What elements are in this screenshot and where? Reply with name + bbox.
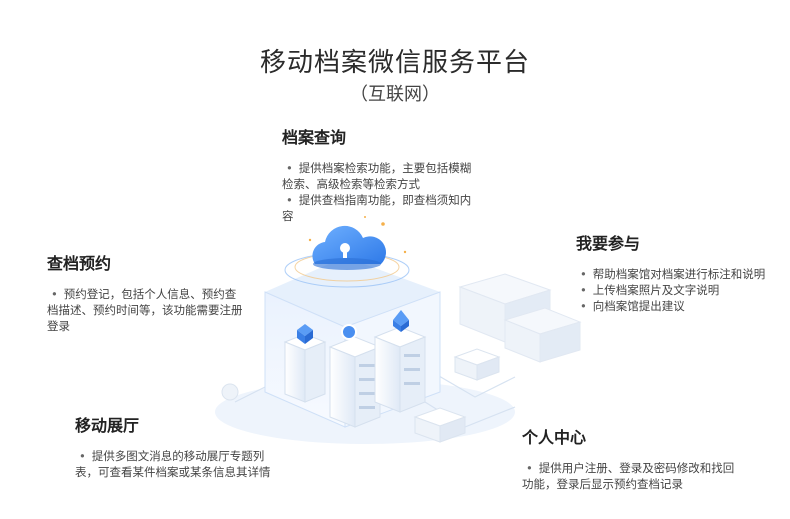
feature-heading: 个人中心 [522,428,587,447]
node-dot [341,324,357,340]
feature-item: •预约登记，包括个人信息、预约查档描述、预约时间等，该功能需要注册登录 [47,287,243,333]
feature-participation: 我要参与 •帮助档案馆对档案进行标注和说明 •上传档案照片及文字说明 •向档案馆… [576,230,766,314]
page-subtitle: （互联网） [350,84,440,105]
feature-item: •上传档案照片及文字说明 [580,283,720,297]
feature-heading: 查档预约 [47,254,112,273]
feature-item: •提供用户注册、登录及密码修改和找回功能，登录后显示预约查档记录 [522,461,735,491]
feature-item: •向档案馆提出建议 [580,299,685,313]
gem-icon [393,310,409,332]
page-title: 移动档案微信服务平台 [259,48,530,78]
network-box [413,407,467,443]
server-tower [373,326,427,413]
feature-archive-query: 档案查询 •提供档案检索功能，主要包括模糊检索、高级检索等检索方式 •提供查档指… [282,124,482,224]
network-box [453,348,501,381]
feature-item: •提供查档指南功能，即查档须知内容 [282,193,472,223]
cloud-lock-icon [312,225,386,270]
feature-heading: 档案查询 [282,128,347,147]
node-dot [221,383,239,401]
server-tower [283,333,327,403]
server-tower [328,336,382,428]
feature-mobile-hall: 移动展厅 •提供多图文消息的移动展厅专题列表，可查看某件档案或某条信息其详情 [75,412,275,480]
module-cluster [458,273,582,363]
feature-item: •提供档案检索功能，主要包括模糊检索、高级检索等检索方式 [282,161,472,191]
feature-heading: 移动展厅 [75,416,140,435]
feature-heading: 我要参与 [576,234,641,253]
gem-icon [297,324,313,344]
feature-appointment: 查档预约 •预约登记，包括个人信息、预约查档描述、预约时间等，该功能需要注册登录 [47,250,247,334]
sparkle-icon [308,216,407,254]
feature-item: •帮助档案馆对档案进行标注和说明 [580,267,766,281]
cloud-server-illustration [215,216,582,444]
feature-personal-center: 个人中心 •提供用户注册、登录及密码修改和找回功能，登录后显示预约查档记录 [522,424,742,492]
feature-item: •提供多图文消息的移动展厅专题列表，可查看某件档案或某条信息其详情 [75,449,271,479]
